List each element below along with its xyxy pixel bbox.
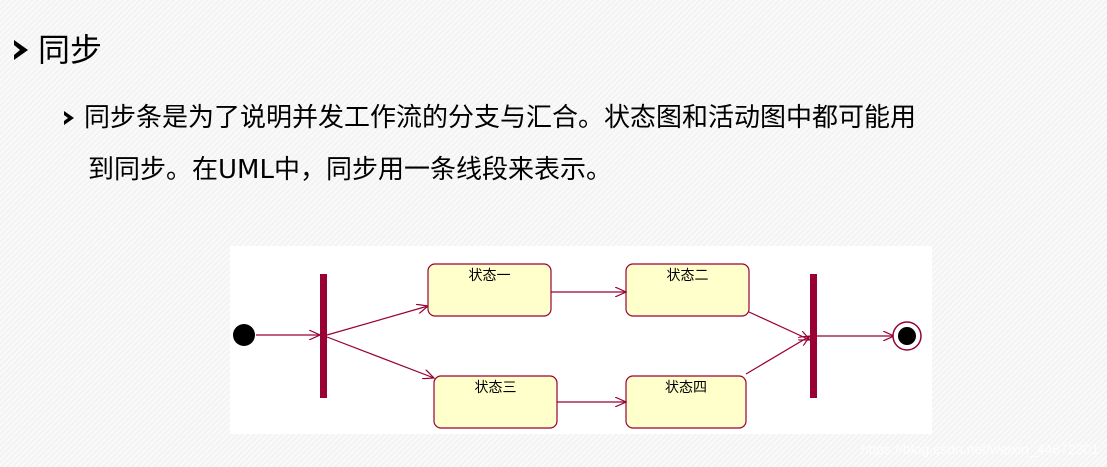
transition-fork-to-state-3: [326, 336, 434, 378]
sync-diagram: 状态一 状态二 状态三 状态四: [230, 246, 932, 434]
description-line-2: 到同步。在UML中，同步用一条线段来表示。: [88, 155, 612, 185]
transition-fork-to-state-1: [326, 306, 428, 336]
watermark-url: https://blog.csdn.net/weixin_44672301: [860, 441, 1099, 457]
state-node-2: 状态二: [625, 263, 750, 317]
arrow-bullet-icon: [14, 40, 28, 60]
sync-diagram-canvas: 状态一 状态二 状态三 状态四: [233, 263, 922, 429]
state-node-4: 状态四: [625, 375, 747, 429]
state-label-2: 状态二: [667, 268, 709, 284]
join-sync-bar: [810, 274, 817, 398]
state-label-3: 状态三: [475, 380, 517, 396]
final-node: [892, 321, 922, 351]
arrow-bullet-icon: [64, 111, 74, 125]
state-node-1: 状态一: [427, 263, 552, 317]
initial-node: [233, 324, 255, 346]
description-line-1-row: 同步条是为了说明并发工作流的分支与汇合。状态图和活动图中都可能用: [64, 92, 1084, 144]
transition-state-4-to-join: [745, 336, 810, 375]
description-line-1: 同步条是为了说明并发工作流的分支与汇合。状态图和活动图中都可能用: [84, 103, 917, 133]
state-label-4: 状态四: [665, 380, 707, 396]
state-label-1: 状态一: [469, 268, 511, 284]
fork-sync-bar: [320, 274, 327, 398]
transition-state-2-to-join: [748, 311, 810, 340]
section-heading: 同步: [14, 28, 102, 72]
section-title: 同步: [38, 31, 103, 69]
description-paragraph: 同步条是为了说明并发工作流的分支与汇合。状态图和活动图中都可能用 到同步。在UM…: [64, 92, 1084, 196]
state-node-3: 状态三: [433, 375, 558, 429]
